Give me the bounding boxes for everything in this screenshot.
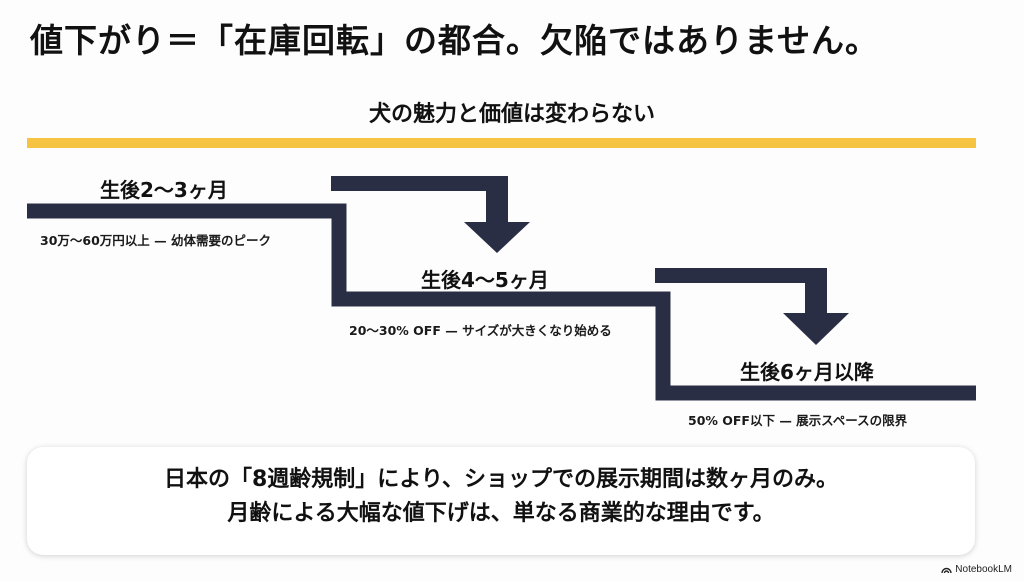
step-2-note: 20〜30% OFF — サイズが大きくなり始める: [349, 323, 612, 338]
summary-callout: 日本の「8週齢規制」により、ショップでの展示期間は数ヶ月のみ。 月齢による大幅な…: [27, 447, 975, 555]
callout-line-1: 日本の「8週齢規制」により、ショップでの展示期間は数ヶ月のみ。: [164, 467, 838, 492]
price-step-diagram: [27, 176, 976, 401]
step-1-note: 30万〜60万円以上 — 幼体需要のピーク: [40, 233, 271, 248]
callout-line-2: 月齢による大幅な値下げは、単なる商業的な理由です。: [227, 501, 775, 526]
step-1-label: 生後2〜3ヶ月: [100, 178, 228, 202]
page-title: 値下がり＝「在庫回転」の都合。欠陥ではありません。: [30, 21, 880, 60]
brand-watermark: NotebookLM: [941, 564, 1012, 575]
step-2-label: 生後4〜5ヶ月: [421, 268, 549, 292]
down-arrow-1: [331, 176, 530, 253]
down-arrow-2: [655, 268, 849, 345]
step-3-label: 生後6ヶ月以降: [740, 360, 874, 384]
brand-label: NotebookLM: [955, 564, 1012, 575]
step-3-note: 50% OFF以下 — 展示スペースの限界: [688, 413, 908, 428]
notebooklm-icon: [941, 567, 952, 573]
page-subtitle: 犬の魅力と価値は変わらない: [368, 102, 655, 127]
price-step-line: [27, 203, 976, 401]
accent-divider: [27, 138, 976, 148]
